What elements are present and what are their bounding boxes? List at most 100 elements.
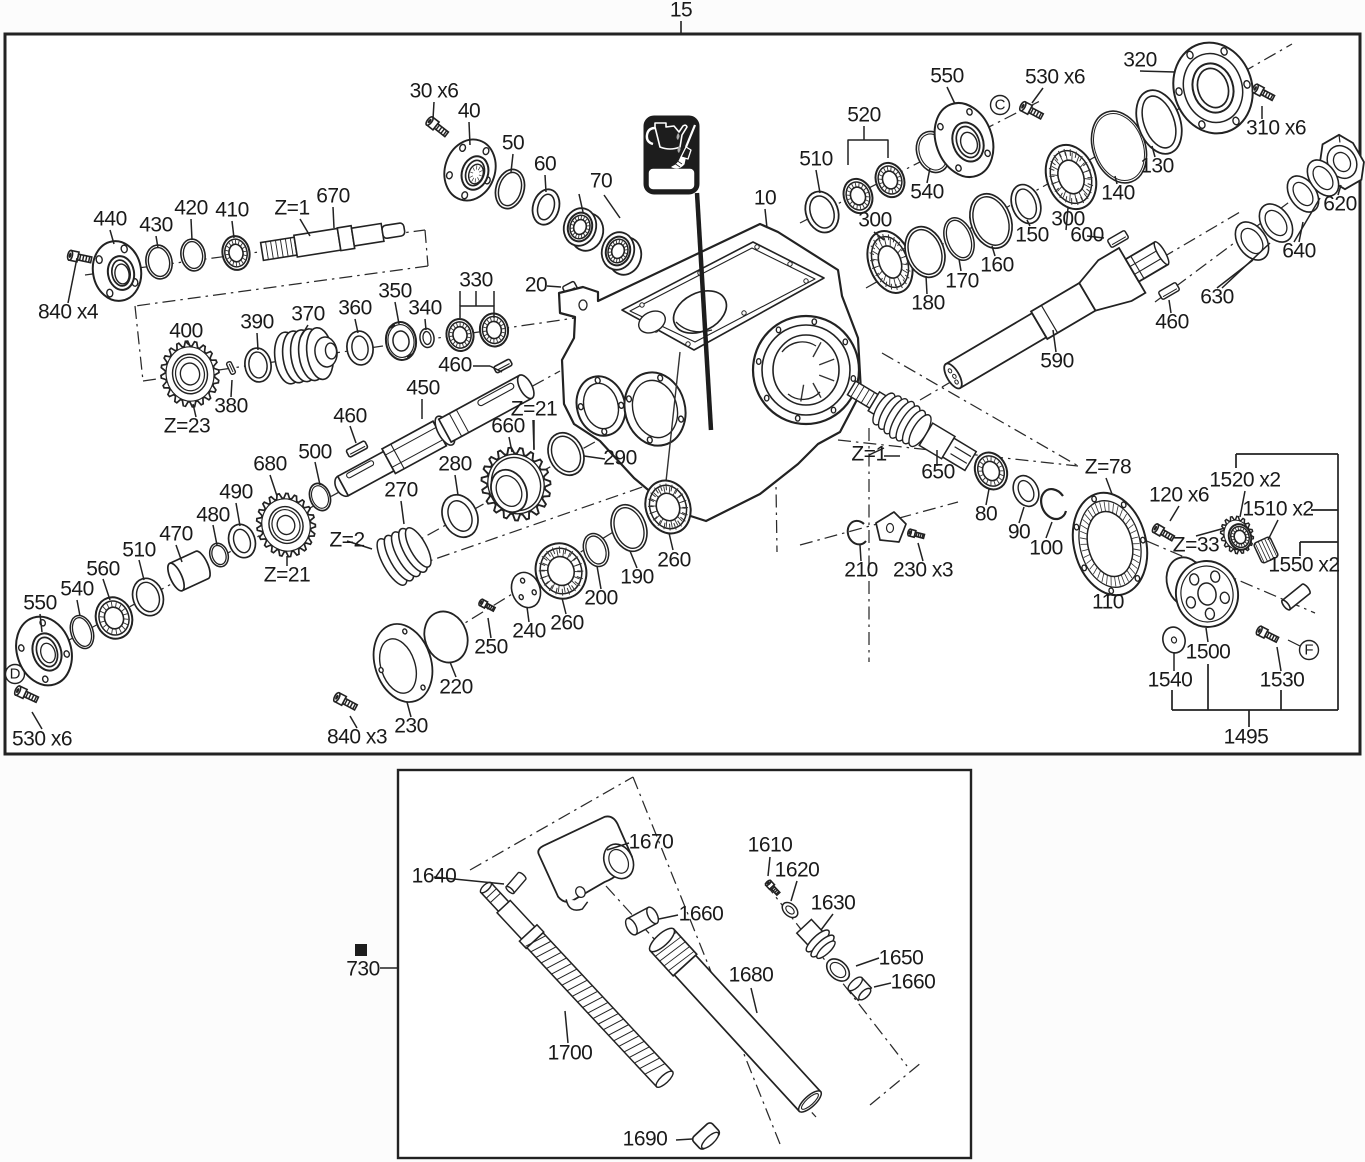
svg-text:470: 470 [159, 523, 193, 546]
svg-text:240: 240 [512, 620, 546, 643]
svg-text:10: 10 [754, 187, 776, 210]
svg-text:540: 540 [910, 181, 944, 204]
svg-text:230: 230 [394, 715, 428, 738]
svg-text:460: 460 [1155, 311, 1189, 334]
svg-text:460: 460 [333, 405, 367, 428]
svg-text:620: 620 [1323, 193, 1357, 216]
svg-text:40: 40 [458, 100, 480, 123]
svg-text:510: 510 [122, 539, 156, 562]
svg-text:110: 110 [1092, 591, 1124, 614]
svg-text:1650: 1650 [879, 947, 924, 970]
svg-text:280: 280 [438, 453, 472, 476]
svg-text:90: 90 [1008, 521, 1030, 544]
svg-text:540: 540 [60, 578, 94, 601]
svg-text:D: D [10, 665, 21, 682]
svg-text:Z=23: Z=23 [164, 415, 210, 438]
svg-text:1680: 1680 [729, 964, 774, 987]
svg-text:550: 550 [23, 592, 57, 615]
svg-text:C: C [995, 96, 1006, 113]
svg-text:410: 410 [215, 199, 249, 222]
svg-text:370: 370 [291, 303, 325, 326]
svg-text:1610: 1610 [748, 834, 793, 857]
svg-text:400: 400 [169, 320, 203, 343]
svg-text:170: 170 [945, 270, 979, 293]
svg-text:80: 80 [975, 503, 997, 526]
svg-text:510: 510 [799, 148, 833, 171]
svg-text:130: 130 [1140, 155, 1174, 178]
svg-text:530 x6: 530 x6 [12, 728, 72, 751]
svg-text:450: 450 [406, 377, 440, 400]
svg-text:1520 x2: 1520 x2 [1209, 469, 1280, 492]
svg-text:Z=21: Z=21 [511, 398, 557, 421]
svg-text:300: 300 [858, 209, 892, 232]
svg-text:200: 200 [584, 587, 618, 610]
svg-text:360: 360 [338, 297, 372, 320]
svg-text:550: 550 [930, 65, 964, 88]
svg-text:Z=78: Z=78 [1085, 456, 1131, 479]
svg-text:1690: 1690 [623, 1128, 668, 1151]
svg-text:350: 350 [378, 280, 412, 303]
svg-text:390: 390 [240, 311, 274, 334]
svg-text:210: 210 [844, 559, 878, 582]
svg-text:440: 440 [93, 208, 127, 231]
svg-text:480: 480 [196, 504, 230, 527]
svg-text:430: 430 [139, 214, 173, 237]
svg-text:520: 520 [847, 104, 881, 127]
svg-text:380: 380 [214, 395, 248, 418]
svg-text:1660: 1660 [891, 971, 936, 994]
svg-text:290: 290 [603, 447, 637, 470]
svg-text:630: 630 [1200, 286, 1234, 309]
svg-text:1700: 1700 [548, 1042, 593, 1065]
svg-text:340: 340 [408, 297, 442, 320]
svg-text:150: 150 [1015, 224, 1049, 247]
svg-text:670: 670 [316, 185, 350, 208]
svg-text:600: 600 [1070, 224, 1104, 247]
svg-text:180: 180 [911, 292, 945, 315]
svg-text:1620: 1620 [775, 859, 820, 882]
svg-text:1660: 1660 [679, 903, 724, 926]
svg-text:530 x6: 530 x6 [1025, 66, 1085, 89]
svg-text:840 x3: 840 x3 [327, 726, 387, 749]
svg-text:730: 730 [346, 958, 380, 981]
svg-text:330: 330 [459, 269, 493, 292]
svg-text:490: 490 [219, 481, 253, 504]
svg-text:60: 60 [534, 153, 556, 176]
svg-text:320: 320 [1123, 49, 1157, 72]
svg-text:420: 420 [174, 197, 208, 220]
svg-text:1500: 1500 [1186, 641, 1231, 664]
svg-text:Z=21: Z=21 [264, 564, 310, 587]
svg-text:Z=1: Z=1 [274, 197, 309, 220]
svg-text:140: 140 [1101, 182, 1135, 205]
svg-text:Z=33: Z=33 [1173, 534, 1219, 557]
svg-text:1510 x2: 1510 x2 [1242, 498, 1313, 521]
svg-text:270: 270 [384, 479, 418, 502]
svg-text:70: 70 [590, 170, 612, 193]
svg-text:590: 590 [1040, 350, 1074, 373]
svg-text:660: 660 [491, 415, 525, 438]
svg-text:310 x6: 310 x6 [1246, 117, 1306, 140]
svg-text:260: 260 [550, 612, 584, 635]
svg-text:1630: 1630 [811, 892, 856, 915]
svg-text:15: 15 [670, 0, 692, 22]
svg-text:100: 100 [1029, 537, 1063, 560]
svg-text:260: 260 [657, 549, 691, 572]
svg-text:20: 20 [525, 274, 547, 297]
svg-text:650: 650 [921, 461, 955, 484]
svg-text:1540: 1540 [1148, 669, 1193, 692]
svg-text:250: 250 [474, 636, 508, 659]
svg-text:460: 460 [438, 354, 472, 377]
svg-text:Z=1: Z=1 [851, 443, 886, 466]
svg-text:500: 500 [298, 441, 332, 464]
svg-text:120 x6: 120 x6 [1149, 484, 1209, 507]
svg-text:1670: 1670 [629, 831, 674, 854]
svg-text:1495: 1495 [1224, 726, 1269, 749]
svg-text:190: 190 [620, 566, 654, 589]
svg-text:680: 680 [253, 453, 287, 476]
svg-text:560: 560 [86, 558, 120, 581]
svg-text:220: 220 [439, 676, 473, 699]
svg-text:230 x3: 230 x3 [893, 559, 953, 582]
svg-text:F: F [1304, 641, 1313, 658]
svg-text:30 x6: 30 x6 [410, 80, 459, 103]
svg-text:1550 x2: 1550 x2 [1268, 554, 1339, 577]
svg-text:1530: 1530 [1260, 669, 1305, 692]
